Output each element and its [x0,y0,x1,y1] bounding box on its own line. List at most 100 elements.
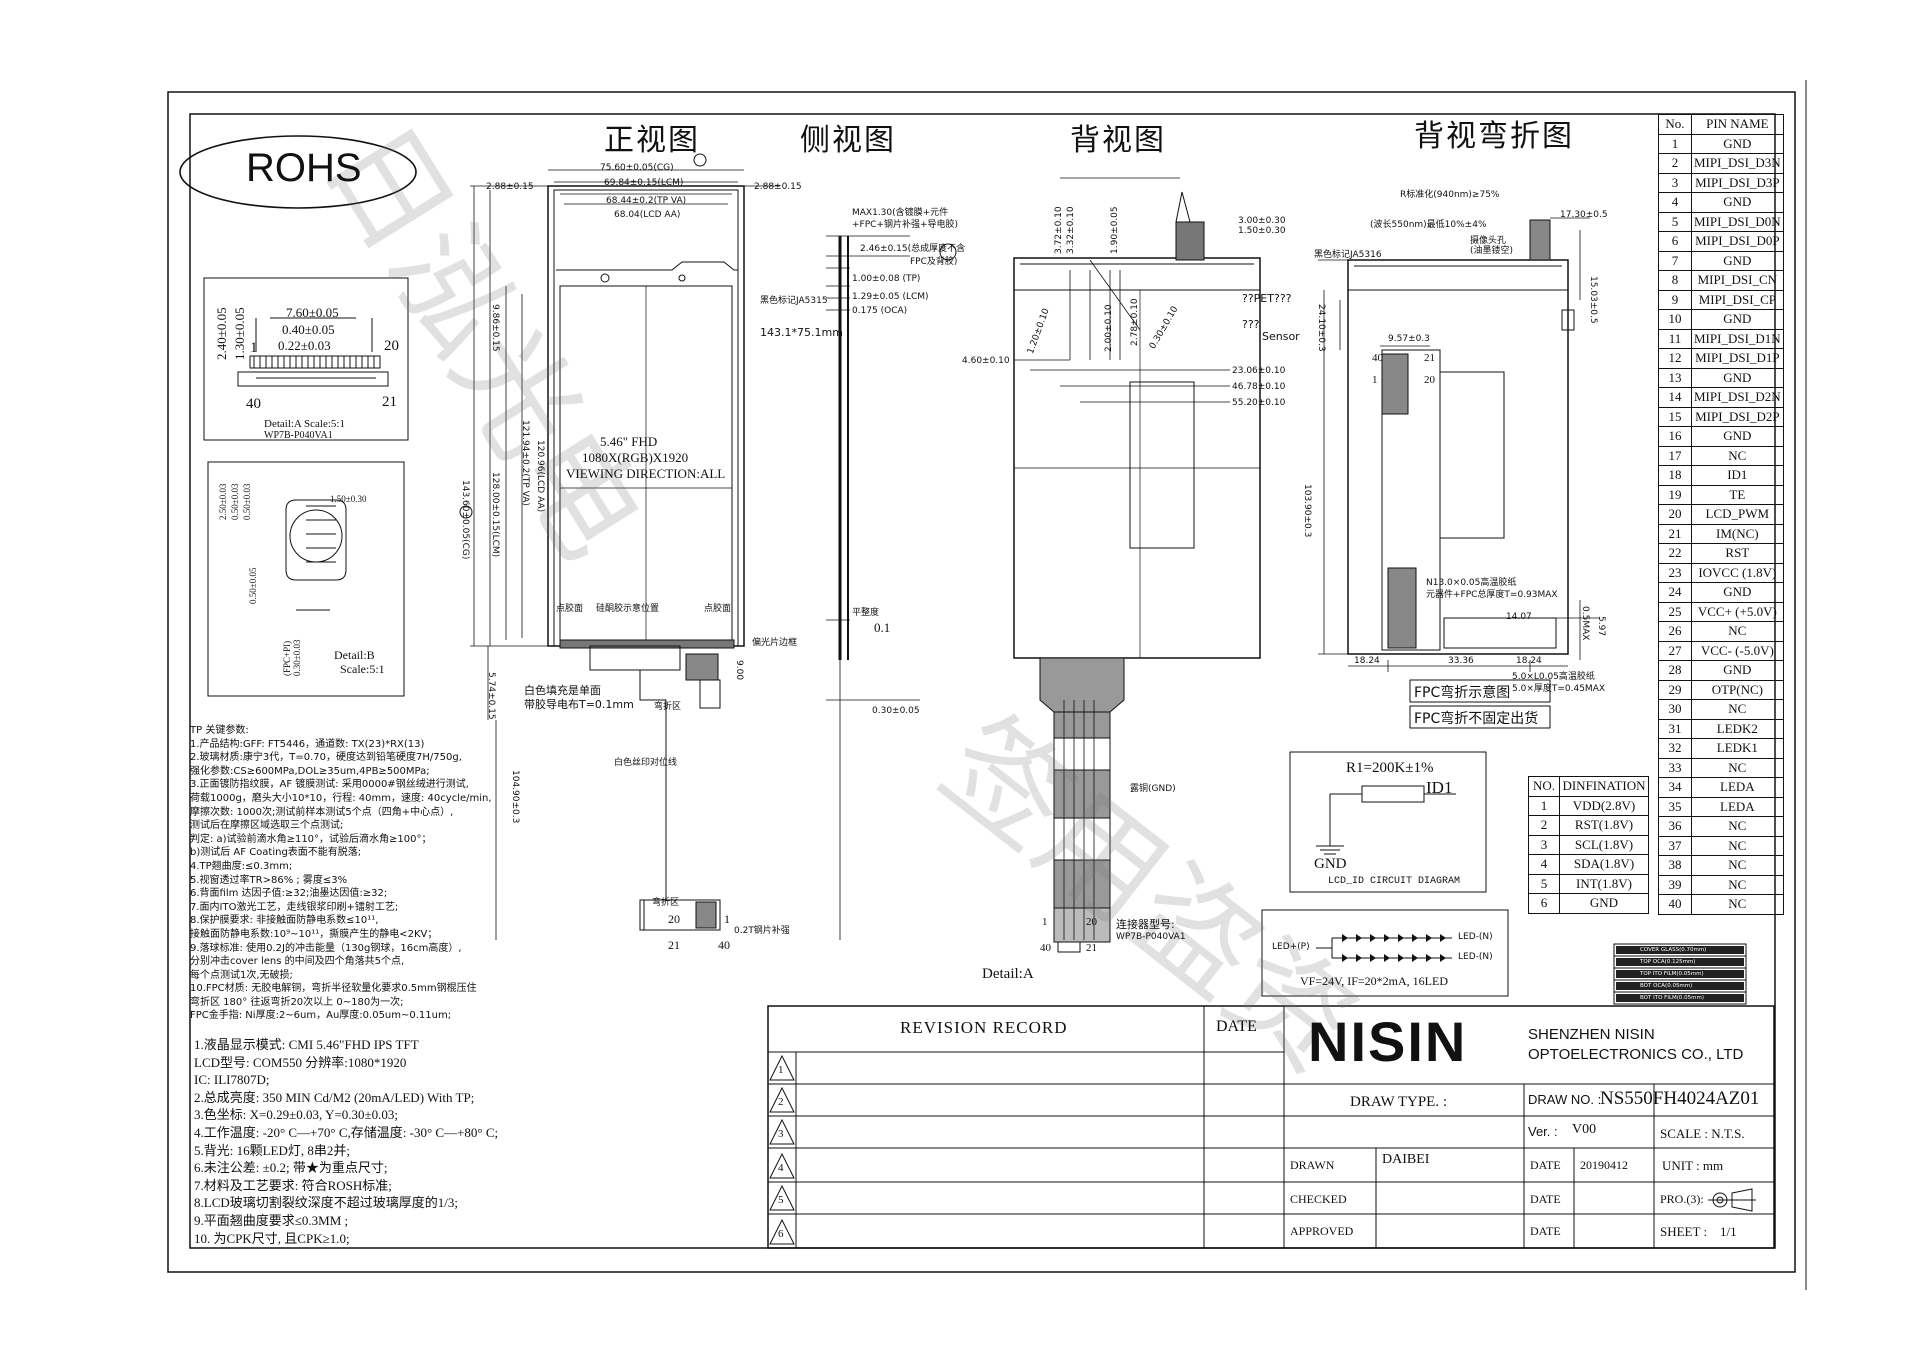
back-dim-8: 3.00±0.30 [1238,216,1286,226]
pin-table-header: No. PIN NAME [1658,114,1784,135]
back-connector-part: WP7B-P040VA1 [1116,932,1186,942]
pin-number: 38 [1658,855,1692,876]
detail-a-dim-1: 7.60±0.05 [286,305,339,320]
touch-pin-number: 3 [1528,834,1560,855]
tp-note-line: 每个点测试1次,无破损; [190,969,293,981]
front-dim-overall-width: 75.60±0.05(CG) [600,163,674,173]
side-flatness-label: 平整度 [852,608,880,618]
pin-name: GND [1691,660,1784,681]
detail-b-dim-1: 1.50±0.30 [330,494,367,504]
front-glue-left: 点胶面 [556,604,584,614]
touch-pin-name: VDD(2.8V) [1559,795,1649,816]
lcd-note-line: 7.材料及工艺要求: 符合ROSH标准; [194,1177,392,1193]
tp-note-line: 10.FPC材质: 无胶电解铜，弯折半径软量化要求0.5mm钢棍压住 [190,983,477,995]
stack-top-oca: TOP OCA(0.125mm) [1640,959,1696,965]
pin-number: 22 [1658,543,1692,564]
detail-b-vdim-1: 2.50±0.03 [218,483,228,520]
touch-pin-number: 4 [1528,854,1560,875]
pin-name: GND [1691,133,1784,154]
revision-row-1: 1 [778,1064,784,1076]
pin-number: 17 [1658,445,1692,466]
pin-number: 25 [1658,601,1692,622]
stack-top-ito: TOP ITO FILM(0.05mm) [1640,971,1704,977]
tp-note-line: 8.保护膜要求: 非接触面防静电系数≤10¹¹, [190,915,379,927]
id-pin-label: ID1 [1426,778,1453,797]
pin-name: MIPI_DSI_D0P [1691,231,1784,252]
front-dim-lcm-width: 69.84±0.15(LCM) [604,178,684,188]
unit-label: UNIT : mm [1662,1158,1724,1173]
drawn-date-label: DATE [1530,1158,1561,1172]
pin-name: IOVCC (1.8V) [1691,562,1784,583]
draw-number: NS550FH4024AZ01 [1600,1088,1760,1109]
front-dim-tp-va: 68.44±0.2(TP VA) [606,196,687,206]
pin-number: 40 [1658,894,1692,915]
fold-pin-1: 1 [1372,374,1378,386]
back-dim-13: 55.20±0.10 [1232,398,1286,408]
pin-number: 18 [1658,465,1692,486]
fold-dim-4: 24.10±0.3 [1316,304,1326,352]
id-resistor-value: R1=200K±1% [1346,760,1434,776]
tp-note-line: 测试后在摩擦区域选取三个点测试; [190,820,344,832]
front-vdim-tpva: 121.94±0.2(TP VA) [520,420,530,506]
pin-number: 37 [1658,835,1692,856]
side-bottom-dim: 0.30±0.05 [872,706,920,716]
lcd-note-line: 6.未注公差: ±0.2; 带★为重点尺寸; [194,1160,388,1176]
back-gnd-copper: 露铜(GND) [1130,784,1176,794]
detail-a-pin-40: 40 [246,396,261,412]
sheet-value: 1/1 [1720,1224,1737,1239]
fold-note-3: 5.0×L0.05高温胶纸 [1512,672,1595,682]
approved-date-label: DATE [1530,1224,1561,1238]
fold-dim-11: 18.24 [1516,656,1542,666]
lcd-note-line: 9.平面翘曲度要求≤0.3MM ; [194,1212,349,1228]
revision-row-6: 6 [778,1228,784,1240]
back-connector-label: 连接器型号: [1116,918,1175,931]
tp-note-line: 4.TP翘曲度:≤0.3mm; [190,860,293,872]
pin-number: 10 [1658,309,1692,330]
pin-name: LCD_PWM [1691,504,1784,525]
fold-ir-note-1: R标准化(940nm)≥75% [1400,190,1500,200]
front-center-resolution: 1080X(RGB)X1920 [582,450,689,465]
detail-b-bottom-note: (FPC+PI) [282,640,292,676]
lcd-note-line: 2.总成亮度: 350 MIN Cd/M2 (20mA/LED) With TP… [194,1089,475,1105]
fold-dim-9: 18.24 [1354,656,1380,666]
back-sensor-label: Sensor [1262,330,1300,343]
lcd-note-line: 8.LCD玻璃切割裂纹深度不超过玻璃厚度的1/3; [194,1195,458,1211]
touch-pin-number: 2 [1528,815,1560,836]
pin-name: MIPI_DSI_D3P [1691,172,1784,193]
fold-fpc-diagram-label: FPC弯折示意图 [1414,685,1511,701]
front-print-line: 白色丝印对位线 [614,758,678,768]
pin-name: LEDA [1691,777,1784,798]
draw-type-label: DRAW TYPE. : [1350,1094,1448,1110]
back-dim-12: 46.78±0.10 [1232,382,1286,392]
fold-dim-10: 33.36 [1448,656,1474,666]
version-label: Ver. : [1528,1124,1558,1139]
front-glue-center: 硅酮胶示意位置 [596,604,660,614]
detail-a-pin-21: 21 [382,394,397,410]
fold-pin-40: 40 [1372,352,1383,364]
fold-dim-8: 0.5MAX [1580,606,1590,641]
led-cathode-label-1: LED-(N) [1458,932,1493,942]
pin-name: NC [1691,621,1784,642]
rohs-mark: ROHS [246,146,362,190]
pin-name: NC [1691,757,1784,778]
pin-name: VCC- (-5.0V) [1691,640,1784,661]
tp-note-line: 3.正面镀防指纹膜，AF 镀膜测试: 采用0000#钢丝绒进行测试, [190,779,469,791]
